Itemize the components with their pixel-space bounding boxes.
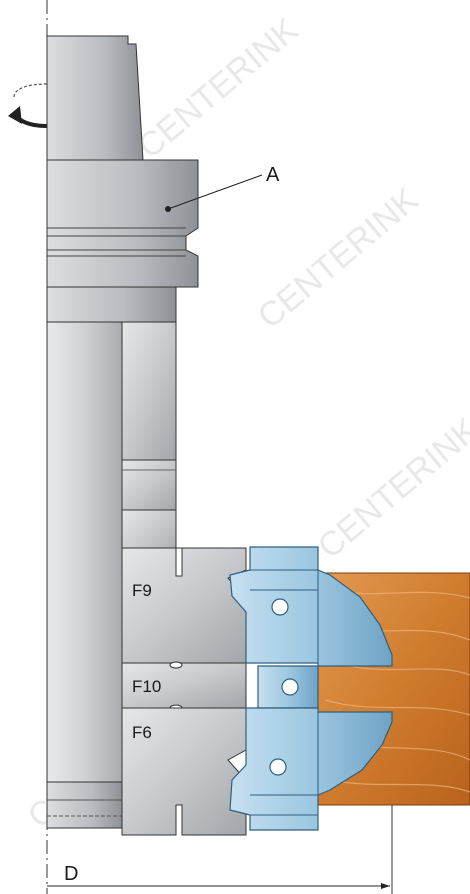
- watermark-text: CENTERINK: [251, 181, 426, 337]
- label-f6: F6: [132, 723, 152, 742]
- cutter-body-f9: [121, 547, 247, 664]
- label-a-leader: [167, 174, 263, 210]
- label-f10: F10: [132, 677, 161, 696]
- spacer-upper: [121, 321, 177, 461]
- profile-cutter-lower: [229, 707, 393, 831]
- profile-cutter-upper: [229, 546, 393, 667]
- spacer-middle: [121, 459, 177, 511]
- watermark-text: CENTERINK: [131, 11, 306, 167]
- cutter-pin-hole: [281, 678, 299, 696]
- watermark-text: CENTERINK: [311, 411, 470, 567]
- holder-taper: [46, 35, 144, 161]
- label-a: A: [266, 164, 280, 186]
- holder-neck: [46, 286, 177, 323]
- arbor-shaft: [46, 321, 123, 783]
- cutter-pin-hole: [271, 598, 289, 616]
- label-d: D: [64, 863, 78, 885]
- label-f9: F9: [132, 581, 152, 600]
- holder-flange: [46, 159, 199, 288]
- arbor-nut: [46, 781, 123, 829]
- cutter-pin-hole: [269, 758, 287, 776]
